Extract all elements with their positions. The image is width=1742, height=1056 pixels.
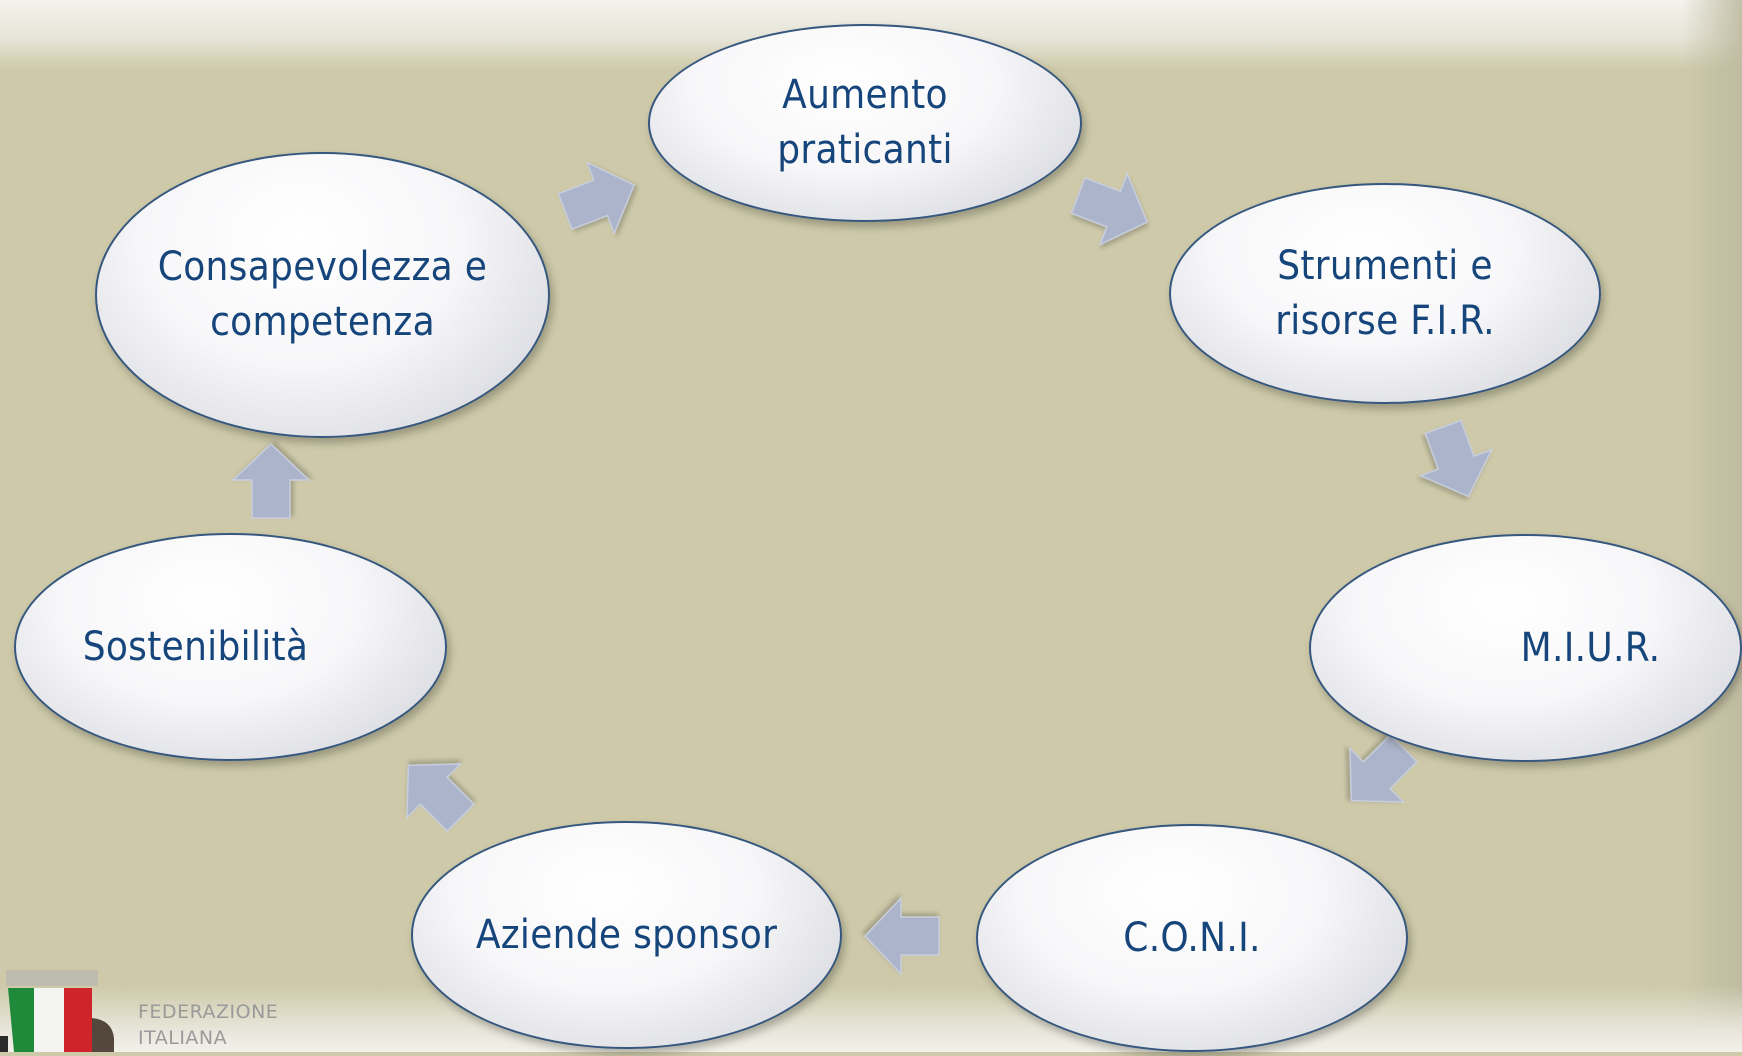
- node-label: M.I.U.R.: [1520, 624, 1661, 671]
- federation-logo: FEDERAZIONE ITALIANA: [0, 958, 320, 1052]
- node-strumenti-risorse: Strumenti e risorse F.I.R.: [1169, 183, 1601, 404]
- arrow-strumenti-to-miur: [1418, 419, 1494, 498]
- node-label: Aumento praticanti: [777, 72, 953, 173]
- arrow-sostenibilita-to-consapevolezza: [231, 442, 311, 519]
- node-label: Consapevolezza e competenza: [157, 244, 488, 345]
- italian-flag-shield-icon: [0, 970, 114, 1052]
- node-label: Strumenti e risorse F.I.R.: [1275, 242, 1495, 344]
- logo-text-line1: FEDERAZIONE: [138, 1001, 279, 1023]
- node-label: Sostenibilità: [82, 623, 309, 670]
- node-label: C.O.N.I.: [1123, 914, 1261, 961]
- node-sostenibilita: Sostenibilità: [14, 533, 447, 761]
- node-aumento-praticanti: Aumento praticanti: [648, 24, 1082, 222]
- bottom-gradient-band: [0, 985, 1742, 1052]
- node-aziende-sponsor: Aziende sponsor: [411, 821, 842, 1049]
- arrow-miur-to-coni: [1349, 733, 1419, 803]
- arrow-aziende-to-sostenibilita: [406, 763, 476, 833]
- arrow-consapevolezza-to-aumento: [557, 160, 636, 236]
- node-consapevolezza-competenza: Consapevolezza e competenza: [95, 152, 550, 438]
- node-miur: M.I.U.R.: [1309, 534, 1742, 762]
- right-edge-shade: [1682, 0, 1742, 1052]
- arrow-coni-to-aziende: [863, 896, 940, 976]
- node-coni: C.O.N.I.: [976, 824, 1408, 1052]
- arrow-aumento-to-strumenti: [1070, 171, 1149, 247]
- logo-text-line2: ITALIANA: [138, 1027, 228, 1049]
- node-label: Aziende sponsor: [475, 911, 778, 958]
